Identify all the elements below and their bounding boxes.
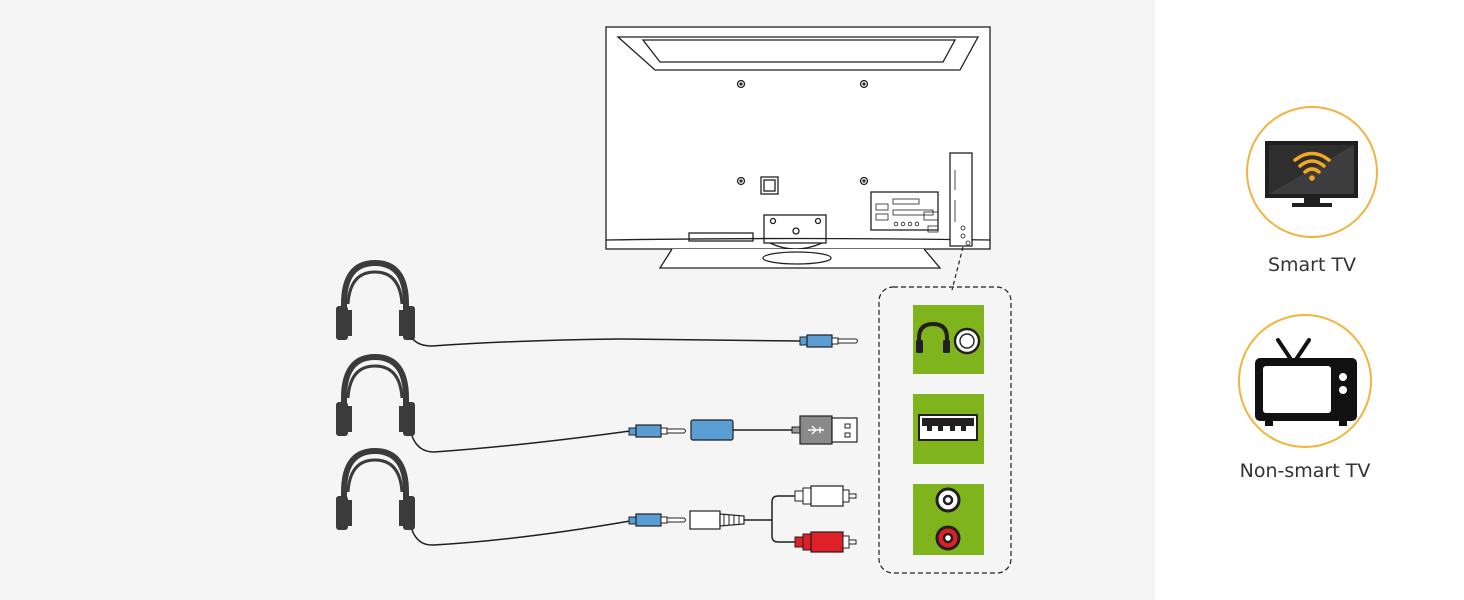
smart-tv-label: Smart TV [1267, 254, 1357, 276]
cable-2 [411, 430, 631, 453]
usb-port [913, 394, 984, 464]
port-callout-box [878, 286, 1012, 574]
leader-line [951, 246, 964, 291]
headphone-icon [336, 353, 415, 436]
crt-tv-icon [1238, 314, 1372, 448]
smart-tv-card: Smart TV [1212, 104, 1412, 304]
rca-adapter [628, 485, 857, 553]
usb-adapter [628, 415, 858, 445]
3.5mm-plug [799, 334, 858, 348]
non-smart-tv-label: Non-smart TV [1239, 460, 1371, 482]
headphone-jack-port [913, 305, 984, 374]
rca-port [913, 484, 984, 555]
wifi-tv-icon [1246, 106, 1378, 238]
connection-diagram [336, 26, 1012, 574]
headphone-icon [336, 259, 415, 340]
tv-back-panel [605, 26, 991, 269]
cable-3 [411, 520, 631, 546]
cable-1 [411, 337, 801, 347]
non-smart-tv-card: Non-smart TV [1205, 313, 1405, 503]
headphone-icon [336, 447, 415, 530]
